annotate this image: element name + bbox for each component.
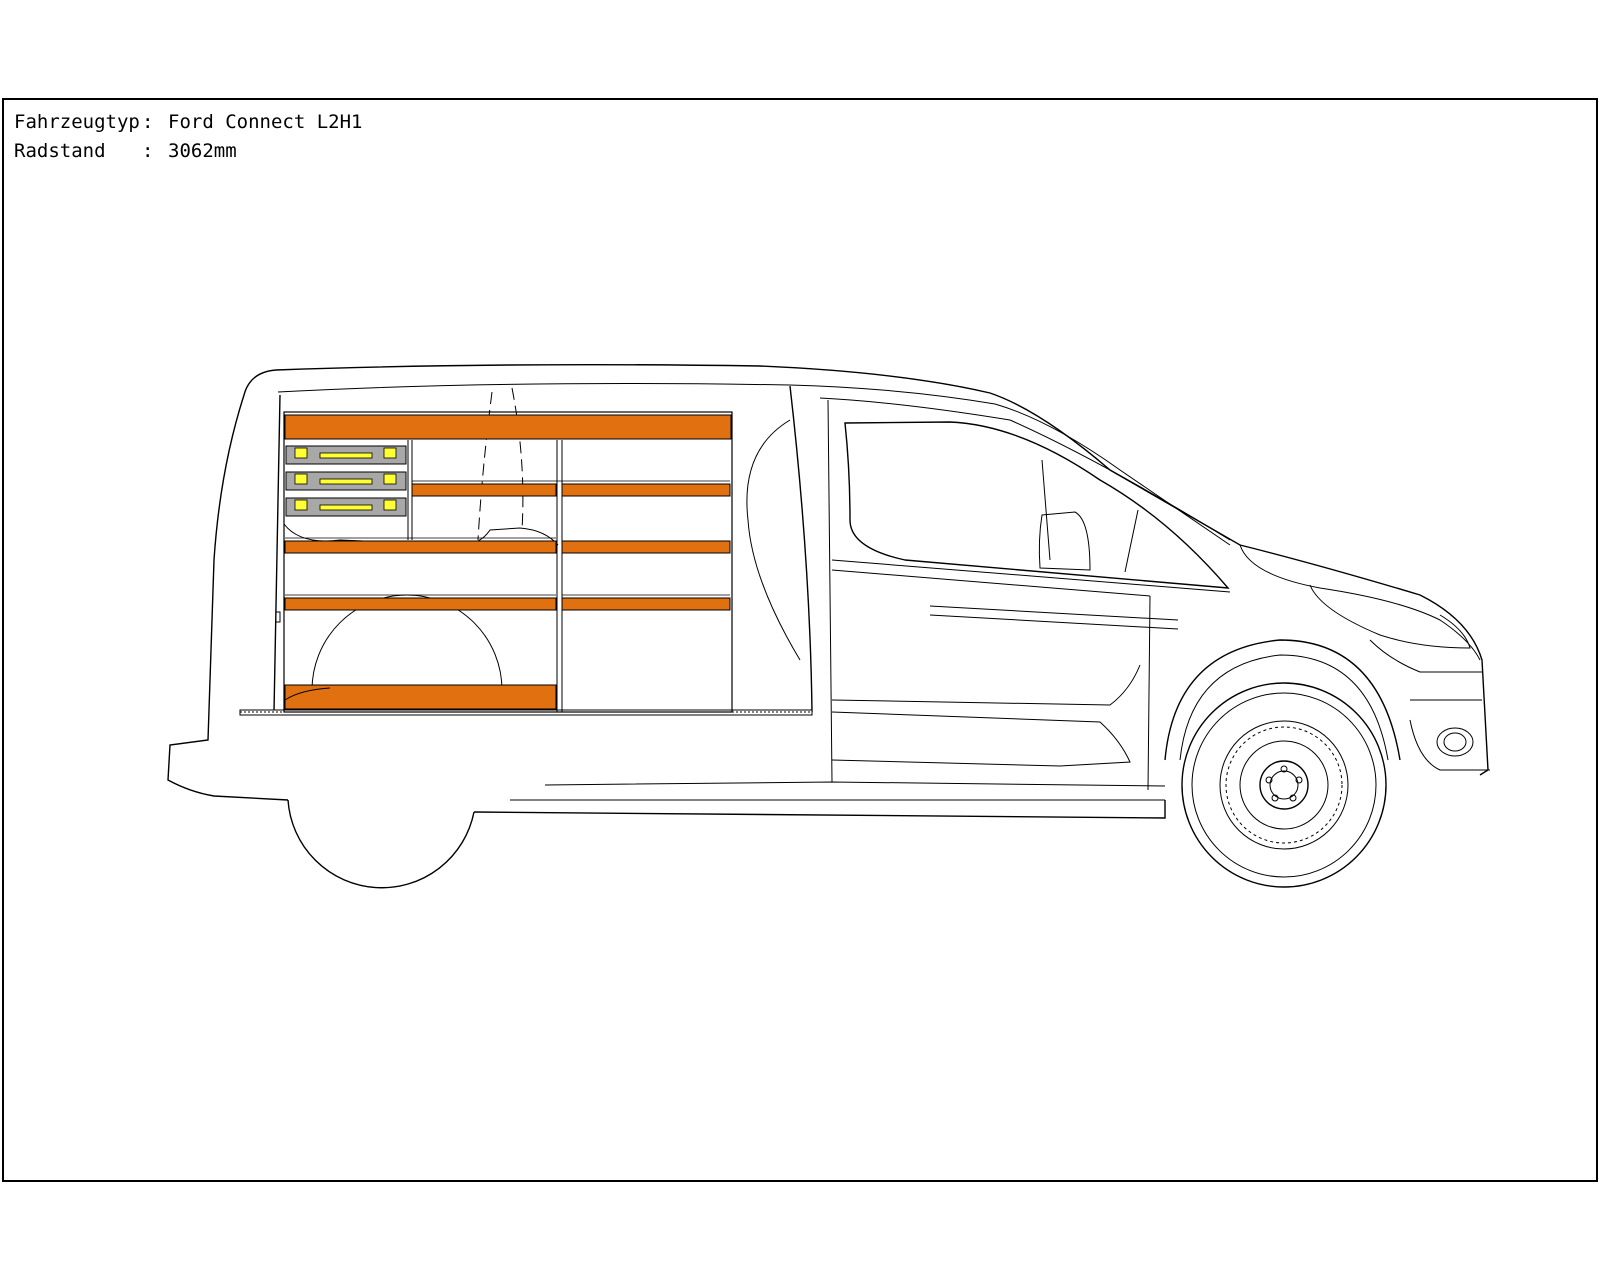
rear-latch bbox=[276, 611, 281, 623]
vehicle-info: Fahrzeugtyp: Ford Connect L2H1 Radstand:3… bbox=[14, 108, 362, 166]
rear-wheel-arch bbox=[287, 799, 475, 889]
fog-light bbox=[1436, 727, 1474, 757]
door-line bbox=[831, 559, 1231, 597]
shelf-bottom-right bbox=[561, 597, 731, 611]
fog-light-inner bbox=[1443, 732, 1467, 752]
wheelbase-label: Radstand bbox=[14, 140, 106, 162]
shelf-bottom-left bbox=[284, 597, 557, 611]
shelf-lower-left bbox=[284, 540, 557, 554]
vehicle-type-row: Fahrzeugtyp: Ford Connect L2H1 bbox=[14, 108, 362, 137]
body-outline bbox=[167, 363, 1489, 819]
side-door-edge bbox=[827, 399, 833, 783]
shelf-middle-right bbox=[561, 483, 731, 497]
shelf-lower-right bbox=[561, 540, 731, 554]
interior-pillar-dashed bbox=[477, 387, 524, 541]
a-pillar bbox=[1041, 459, 1139, 573]
door-rear-edge bbox=[1147, 595, 1151, 791]
wheelbase-value: 3062mm bbox=[168, 140, 237, 162]
separator: : bbox=[142, 111, 154, 133]
floor-shelf bbox=[284, 684, 557, 710]
vehicle-type-label: Fahrzeugtyp bbox=[14, 111, 140, 133]
body-crease bbox=[929, 605, 1179, 630]
vehicle-type-value: Ford Connect L2H1 bbox=[168, 111, 363, 133]
front-window bbox=[844, 421, 1230, 589]
roof-inner bbox=[277, 383, 1231, 546]
drawing-frame: Fahrzeugtyp: Ford Connect L2H1 Radstand:3… bbox=[2, 98, 1598, 1182]
shelf-middle-left bbox=[411, 483, 557, 497]
door-handle-line bbox=[1109, 664, 1141, 706]
hood-line bbox=[1239, 544, 1481, 661]
b-pillar-curve bbox=[746, 419, 801, 661]
front-wheel-arch-inner bbox=[1179, 654, 1389, 761]
sill-lines bbox=[510, 699, 1166, 801]
front-wheel-arch bbox=[1164, 639, 1401, 761]
cargo-opening bbox=[273, 385, 813, 713]
top-shelf bbox=[284, 414, 732, 440]
mirror bbox=[1038, 511, 1091, 571]
headlight bbox=[1309, 584, 1471, 649]
wheel-rim-icon bbox=[1181, 682, 1387, 888]
bumper-line bbox=[1369, 639, 1490, 771]
wheelbase-row: Radstand:3062mm bbox=[14, 137, 362, 166]
drawer-stack bbox=[285, 445, 407, 517]
shelving-unit bbox=[283, 411, 733, 713]
separator: : bbox=[142, 140, 154, 162]
roof-inner-2 bbox=[819, 397, 1231, 541]
